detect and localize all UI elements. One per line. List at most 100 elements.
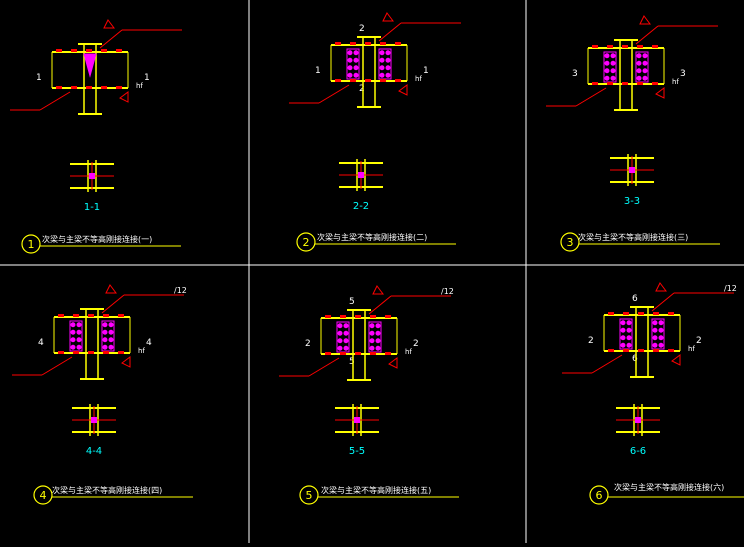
bolt xyxy=(347,72,353,78)
bolt xyxy=(642,60,648,66)
bolt xyxy=(337,345,343,351)
bolt xyxy=(620,335,626,341)
weld-mark xyxy=(668,312,674,315)
cut-label: 4 xyxy=(38,338,44,348)
cut-label: 2 xyxy=(413,339,419,349)
section-label: 2-2 xyxy=(353,201,369,212)
bolt xyxy=(604,68,610,74)
weld-mark xyxy=(103,314,109,317)
weld-mark xyxy=(58,351,64,354)
weld-mark xyxy=(623,349,629,352)
bolt xyxy=(636,60,642,66)
weld-mark xyxy=(103,351,109,354)
weld-mark xyxy=(340,352,346,355)
detail-number: 2 xyxy=(303,236,310,249)
secondary-beam-web xyxy=(362,36,376,108)
weld-mark xyxy=(101,86,107,89)
weld-flag xyxy=(382,12,394,22)
weld-mark xyxy=(370,352,376,355)
cut-label: 5 xyxy=(349,297,355,307)
weld-mark xyxy=(607,45,613,48)
weld-mark xyxy=(56,49,62,52)
bolt xyxy=(604,53,610,59)
bolt xyxy=(102,329,108,335)
cut-label: 2 xyxy=(359,24,365,34)
weld-mark xyxy=(73,351,79,354)
cut-label: 2 xyxy=(305,339,311,349)
bolt xyxy=(379,65,385,71)
section-plate xyxy=(635,417,641,423)
cut-label: 3 xyxy=(680,69,686,79)
weld-mark xyxy=(335,79,341,82)
weld-mark xyxy=(380,42,386,45)
weld-mark xyxy=(385,315,391,318)
cut-label: 1 xyxy=(36,73,42,83)
weld-size-label: hf xyxy=(138,347,145,355)
secondary-beam-web xyxy=(619,39,633,111)
weld-mark xyxy=(668,349,674,352)
cut-label: 2 xyxy=(359,84,365,94)
weld-mark xyxy=(608,349,614,352)
bolt xyxy=(375,330,381,336)
weld-mark xyxy=(335,42,341,45)
bolt xyxy=(369,330,375,336)
bolt xyxy=(375,323,381,329)
weld-size-label: hf xyxy=(688,345,695,353)
weld-mark xyxy=(56,86,62,89)
bolt xyxy=(610,53,616,59)
weld-flag xyxy=(105,284,117,294)
bolt xyxy=(610,60,616,66)
bolt xyxy=(70,322,76,328)
bolt xyxy=(343,323,349,329)
weld-mark xyxy=(73,314,79,317)
leader-line xyxy=(99,29,123,49)
weld-mark xyxy=(118,314,124,317)
leader-line xyxy=(41,356,73,376)
weld-flag xyxy=(388,357,398,369)
detail-number-circle xyxy=(21,234,41,254)
section-plate xyxy=(89,173,95,179)
weld-mark xyxy=(101,49,107,52)
weld-mark xyxy=(380,79,386,82)
cut-label: 1 xyxy=(315,66,321,76)
cut-label: 3 xyxy=(572,69,578,79)
bolt xyxy=(76,337,82,343)
cut-label: 2 xyxy=(696,336,702,346)
bolt xyxy=(652,327,658,333)
weld-mark xyxy=(385,352,391,355)
weld-mark xyxy=(653,349,659,352)
detail-title: 次梁与主梁不等高刚接连接(四) xyxy=(52,485,162,495)
weld-mark xyxy=(365,79,371,82)
bolt xyxy=(102,337,108,343)
bolt xyxy=(620,342,626,348)
bolt xyxy=(76,329,82,335)
leader-line xyxy=(39,91,71,111)
weld-flag xyxy=(639,15,651,25)
annotation-text: /12 xyxy=(441,287,454,296)
bolt xyxy=(642,68,648,74)
section-label: 1-1 xyxy=(84,202,100,213)
weld-mark xyxy=(637,45,643,48)
detail-number: 3 xyxy=(567,236,574,249)
bolt xyxy=(343,345,349,351)
stiffener-plate xyxy=(83,53,97,78)
weld-mark xyxy=(350,79,356,82)
weld-mark xyxy=(638,349,644,352)
weld-flag xyxy=(103,19,115,29)
detail-number-circle xyxy=(296,232,316,252)
bolt xyxy=(642,75,648,81)
bolt xyxy=(375,338,381,344)
section-label: 3-3 xyxy=(624,196,640,207)
weld-mark xyxy=(622,45,628,48)
weld-mark xyxy=(623,312,629,315)
cut-label: 6 xyxy=(632,354,638,364)
weld-mark xyxy=(622,82,628,85)
bolt xyxy=(353,65,359,71)
bolt xyxy=(379,50,385,56)
secondary-beam-web xyxy=(85,308,99,380)
bolt xyxy=(76,322,82,328)
detail-title: 次梁与主梁不等高刚接连接(三) xyxy=(578,232,688,242)
